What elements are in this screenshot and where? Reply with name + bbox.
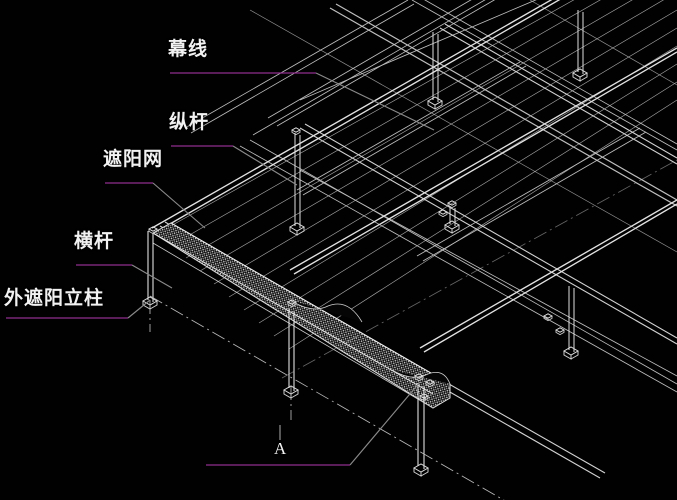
leader-shade-net-d (152, 182, 206, 229)
column-back-left (289, 133, 305, 236)
columns (142, 10, 588, 477)
label-curtain-line: 幕线 (168, 38, 209, 60)
center-lines-dashdot (149, 159, 677, 500)
leader-shade-column-d (127, 299, 151, 319)
label-section-mark-a: A (274, 439, 288, 458)
column-far-right (444, 206, 460, 234)
column-mid-right (563, 286, 579, 360)
roof-grid-upper-plane (184, 0, 677, 393)
column-front-right (413, 383, 429, 477)
column-front-left (142, 231, 158, 310)
leader-section-a-d (349, 381, 421, 466)
leader-cross-bar-d (131, 264, 173, 289)
leader-curtain-line-d (315, 72, 435, 131)
leader-longitudinal-bar-d (232, 145, 298, 186)
label-shade-net: 遮阳网 (103, 148, 164, 170)
column-back-right (572, 10, 588, 82)
label-shade-column: 外遮阳立柱 (4, 287, 105, 309)
roof-grid-main-rails (151, 0, 677, 353)
roof-grid-purlins (159, 0, 677, 350)
label-longitudinal-bar: 纵杆 (169, 111, 210, 133)
column-front-mid (283, 308, 299, 399)
column-back-mid (427, 32, 443, 110)
label-cross-bar: 横杆 (74, 230, 115, 252)
